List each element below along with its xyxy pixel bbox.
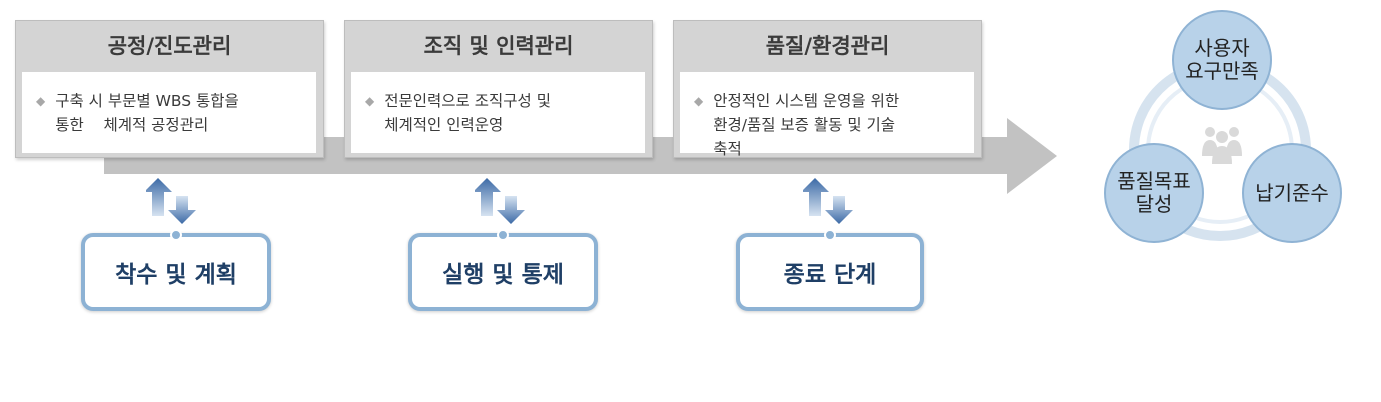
description-line: 구축 시 부문별 WBS 통합을 (55, 92, 239, 110)
up-down-arrows-icon (146, 178, 196, 224)
description-line: 안정적인 시스템 운영을 위한 (713, 92, 900, 110)
goals-cycle: 사용자 요구만족 품질목표 달성 납기준수 (1100, 10, 1345, 250)
phase-title: 품질/환경관리 (765, 34, 890, 58)
stage-label: 종료 단계 (783, 262, 877, 288)
description-line: 전문인력으로 조직구성 및 (384, 92, 551, 110)
stage-box-execution: 실행 및 통제 (408, 229, 598, 311)
description-line: 통한 체계적 공정관리 (55, 116, 209, 134)
phase-card-organization: 조직 및 인력관리 ◆ 전문인력으로 조직구성 및 체계적인 인력운영 (344, 20, 653, 158)
phase-title: 조직 및 인력관리 (423, 34, 574, 58)
description-line: 환경/품질 보증 활동 및 기술 (713, 116, 896, 134)
stage-label: 실행 및 통제 (442, 262, 564, 288)
connector-dot (170, 229, 182, 241)
up-down-arrows-icon (475, 178, 525, 224)
diamond-bullet-icon: ◆ (36, 94, 46, 108)
connector-dot (824, 229, 836, 241)
phase-title: 공정/진도관리 (107, 34, 232, 58)
goal-delivery-compliance: 납기준수 (1242, 143, 1342, 243)
goal-label: 사용자 (1194, 36, 1250, 60)
phase-description: ◆ 전문인력으로 조직구성 및 체계적인 인력운영 (351, 72, 645, 153)
diamond-bullet-icon: ◆ (365, 94, 375, 108)
diamond-bullet-icon: ◆ (694, 94, 704, 108)
stage-label: 착수 및 계획 (115, 262, 237, 288)
description-line: 축적 (713, 140, 742, 158)
goal-label: 납기준수 (1255, 180, 1329, 205)
goal-label: 요구만족 (1185, 59, 1259, 83)
stage-box-closing: 종료 단계 (736, 229, 924, 311)
goal-quality-target: 품질목표 달성 (1104, 143, 1204, 243)
stage-box-initiation: 착수 및 계획 (81, 229, 271, 311)
goal-user-satisfaction: 사용자 요구만족 (1172, 10, 1272, 110)
phase-description: ◆ 구축 시 부문별 WBS 통합을 통한 체계적 공정관리 (22, 72, 316, 153)
up-down-arrows-icon (803, 178, 853, 224)
goal-label: 달성 (1135, 192, 1173, 216)
people-group-icon (1202, 127, 1242, 164)
description-line: 체계적인 인력운영 (384, 116, 504, 134)
goal-label: 품질목표 (1117, 169, 1191, 193)
phase-card-quality: 품질/환경관리 ◆ 안정적인 시스템 운영을 위한 환경/품질 보증 활동 및 … (673, 20, 982, 158)
process-arrow-head (1007, 118, 1057, 194)
phase-card-schedule: 공정/진도관리 ◆ 구축 시 부문별 WBS 통합을 통한 체계적 공정관리 (15, 20, 324, 158)
phase-description: ◆ 안정적인 시스템 운영을 위한 환경/품질 보증 활동 및 기술 축적 (680, 72, 974, 158)
connector-dot (497, 229, 509, 241)
